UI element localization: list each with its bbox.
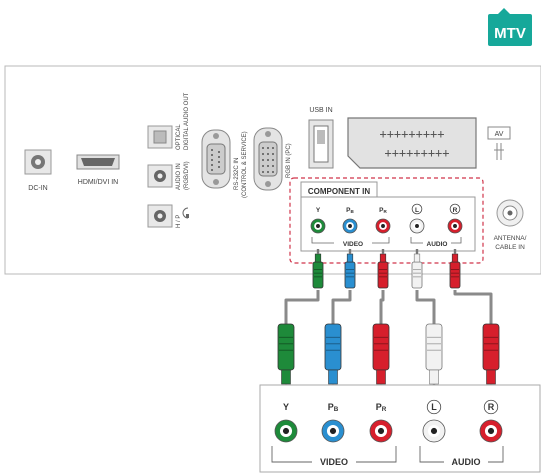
cable-pr [379, 290, 385, 324]
hdmi-label: HDMI/DVI IN [78, 179, 118, 186]
usb-in-label: USB IN [309, 107, 332, 114]
rs232c-label-1: RS-232C IN [234, 158, 240, 190]
panel-jack-y [310, 218, 326, 234]
panel-label-pb: PB [346, 207, 354, 214]
audio-in-label-2: (RGB/DVI) [184, 161, 190, 190]
device-plug-audio-l [425, 323, 443, 389]
mtv-logo: MTV [488, 8, 532, 46]
scart-port: +++++++++ +++++++++ [347, 117, 477, 169]
svg-text:+++++++++: +++++++++ [379, 127, 444, 141]
hdmi-port [76, 154, 120, 170]
optical-port [147, 125, 173, 149]
av-box [487, 126, 511, 140]
device-plug-pb [324, 323, 342, 389]
rgb-in-port [253, 127, 283, 191]
rs232c-port [201, 129, 231, 189]
panel-video-label: VIDEO [343, 241, 363, 248]
antenna-label-2: CABLE IN [495, 244, 525, 251]
logo-text: MTV [494, 25, 526, 42]
rs232c-label-2: (CONTROL & SERVICE) [242, 131, 248, 198]
cable-pb [331, 290, 352, 324]
panel-jack-audio-r [447, 218, 463, 234]
panel-label-audio-r: R [453, 207, 458, 214]
device-label-audio-r: R [488, 402, 495, 412]
device-jack-audio-l [422, 419, 446, 443]
device-plug-y [277, 323, 295, 389]
device-jacks: Y PB PR L R VIDEO AUDIO [271, 399, 504, 467]
headphone-icon [182, 207, 189, 219]
dc-in-port [24, 149, 52, 175]
panel-plug-audio-l [411, 249, 423, 289]
device-jack-audio-r [479, 419, 503, 443]
antenna-label-1: ANTENNA/ [494, 235, 527, 242]
device-label-y: Y [283, 402, 289, 412]
panel-plug-pb [344, 249, 356, 289]
panel-plug-audio-r [449, 249, 461, 289]
optical-label-2: DIGITAL AUDIO OUT [184, 92, 190, 150]
panel-label-y: Y [316, 207, 321, 214]
panel-jack-pb [342, 218, 358, 234]
device-jack-pr [369, 419, 393, 443]
svg-text:+++++++++: +++++++++ [384, 146, 449, 160]
component-title: COMPONENT IN [308, 187, 370, 196]
device-label-pb: PB [328, 402, 339, 413]
device-video-label: VIDEO [320, 457, 348, 467]
cable-audio-r [453, 290, 493, 324]
optical-label-1: OPTICAL [176, 124, 182, 150]
panel-label-pr: PR [379, 207, 387, 214]
av-connector-icon [494, 143, 504, 160]
audio-in-label-1: AUDIO IN [176, 163, 182, 190]
panel-label-audio-l: L [415, 207, 419, 214]
device-jack-pb [321, 419, 345, 443]
audio-in-port [147, 164, 173, 188]
device-plug-pr [372, 323, 390, 389]
panel-audio-label: AUDIO [427, 241, 448, 248]
antenna-port [496, 199, 524, 227]
rgb-in-label: RGB IN (PC) [286, 143, 292, 178]
usb-port [308, 119, 334, 169]
component-cables [277, 249, 500, 389]
av-label: AV [495, 131, 504, 138]
panel-plug-y [312, 249, 324, 289]
panel-plug-pr [377, 249, 389, 289]
panel-jack-audio-l [409, 218, 425, 234]
headphone-port [147, 204, 173, 228]
panel-jack-pr [375, 218, 391, 234]
cable-audio-l [415, 290, 436, 324]
cable-y [284, 290, 320, 324]
dc-in-label: DC-IN [28, 185, 47, 192]
device-plug-audio-r [482, 323, 500, 389]
device-label-audio-l: L [431, 402, 437, 412]
headphone-label: H / P [176, 215, 182, 228]
device-label-pr: PR [376, 402, 387, 413]
device-audio-label: AUDIO [452, 457, 481, 467]
device-jack-y [274, 419, 298, 443]
component-jacks: Y PB PR L R VIDEO AUDIO [310, 203, 463, 248]
